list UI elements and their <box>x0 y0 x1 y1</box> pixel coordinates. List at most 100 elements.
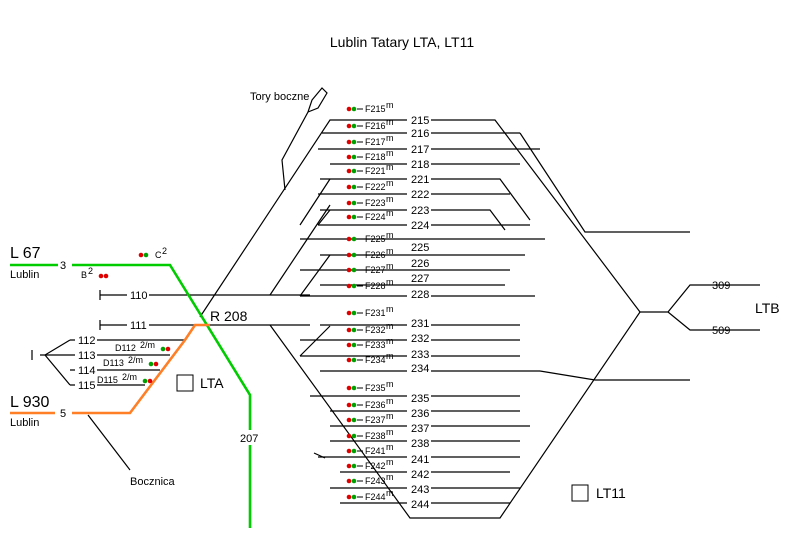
svg-text:F221: F221 <box>365 166 386 176</box>
line-930-track-num: 5 <box>60 408 66 420</box>
ltb-label: LTB <box>755 300 780 316</box>
svg-text:m: m <box>386 457 394 467</box>
svg-text:B: B <box>81 270 87 280</box>
svg-text:F228: F228 <box>365 281 386 291</box>
svg-text:m: m <box>386 427 394 437</box>
yard-track-label: 215 <box>411 115 429 127</box>
line-67-name: L 67 <box>10 245 41 262</box>
svg-text:m: m <box>386 442 394 452</box>
svg-text:F236: F236 <box>365 400 386 410</box>
svg-text:m: m <box>386 304 394 314</box>
green-track-label: 207 <box>240 433 258 445</box>
route-label: R 208 <box>210 308 248 324</box>
yard-track-label: 228 <box>411 289 429 301</box>
left-track-label: 114 <box>78 365 96 377</box>
left-track-label: 111 <box>130 320 147 332</box>
svg-text:F234: F234 <box>365 355 386 365</box>
svg-text:F232: F232 <box>365 325 386 335</box>
yard-track-label: 234 <box>411 363 429 375</box>
line-67-track <box>10 263 252 528</box>
svg-text:m: m <box>386 246 394 256</box>
yard-tracks-geometry <box>31 87 760 519</box>
yard-track-label: 227 <box>411 273 429 285</box>
yard-track-label: 244 <box>411 499 429 511</box>
yard-track-label: 236 <box>411 408 429 420</box>
svg-text:F243: F243 <box>365 476 386 486</box>
svg-text:m: m <box>386 351 394 361</box>
yard-track-label: 231 <box>411 318 429 330</box>
bocznica-label: Bocznica <box>130 476 176 488</box>
svg-text:m: m <box>386 148 394 158</box>
yard-track-label: 232 <box>411 333 429 345</box>
svg-text:m: m <box>386 379 394 389</box>
svg-text:m: m <box>386 100 394 110</box>
svg-text:m: m <box>386 194 394 204</box>
yard-track-label: 218 <box>411 159 429 171</box>
svg-text:F242: F242 <box>365 461 386 471</box>
svg-text:F227: F227 <box>365 265 386 275</box>
svg-text:F218: F218 <box>365 152 386 162</box>
svg-text:F224: F224 <box>365 212 386 222</box>
sidings-label: Tory boczne <box>250 91 309 103</box>
left-track-label: 115 <box>78 380 96 392</box>
yard-track-label: 237 <box>411 423 429 435</box>
signal-c: C 2 <box>138 246 167 260</box>
line-930-name: L 930 <box>10 394 50 411</box>
yard-track-label: 221 <box>411 174 429 186</box>
left-track-label: 113 <box>78 350 96 362</box>
signal-b: B 2 <box>81 266 109 280</box>
diagram-title: Lublin Tatary LTA, LT11 <box>330 34 474 50</box>
yard-track-label: 238 <box>411 438 429 450</box>
ltb-track-509: 509 <box>712 325 730 337</box>
svg-text:F225: F225 <box>365 234 386 244</box>
station-box-lt11[interactable] <box>571 484 589 502</box>
svg-text:F216: F216 <box>365 121 386 131</box>
station-box-lta[interactable] <box>176 374 194 392</box>
yard-track-label: 235 <box>411 393 429 405</box>
svg-text:F233: F233 <box>365 340 386 350</box>
yard-track-label: 217 <box>411 144 429 156</box>
svg-text:C: C <box>155 250 162 260</box>
line-67-track-num: 3 <box>60 260 66 272</box>
svg-text:m: m <box>386 321 394 331</box>
ltb-track-309: 309 <box>712 280 730 292</box>
yard-track-label: 225 <box>411 242 429 254</box>
svg-text:m: m <box>386 488 394 498</box>
line-67-sub: Lublin <box>10 269 39 281</box>
svg-text:m: m <box>386 336 394 346</box>
station-label-lta: LTA <box>200 375 224 391</box>
svg-text:F237: F237 <box>365 415 386 425</box>
line-930-track <box>10 323 210 415</box>
svg-text:F241: F241 <box>365 446 386 456</box>
svg-text:F215: F215 <box>365 104 386 114</box>
svg-text:D115: D115 <box>97 375 118 385</box>
svg-text:m: m <box>386 117 394 127</box>
yard-track-label: 226 <box>411 258 429 270</box>
yard-track-label: 222 <box>411 189 429 201</box>
